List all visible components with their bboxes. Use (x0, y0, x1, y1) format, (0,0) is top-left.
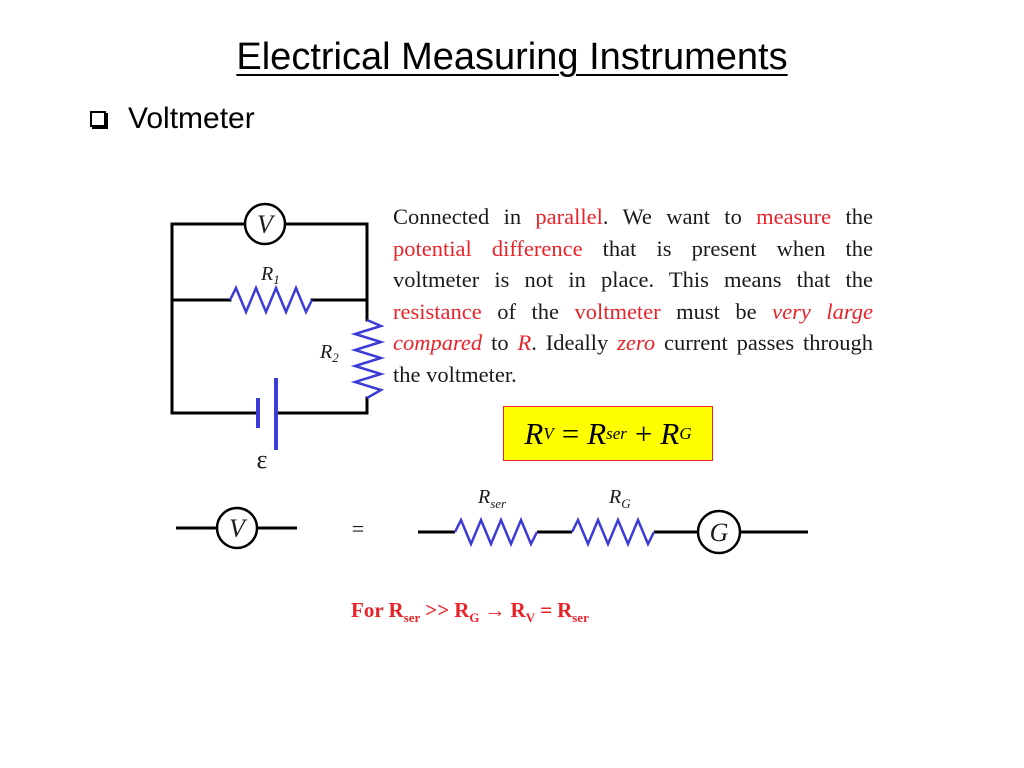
voltmeter-description: Connected in parallel. We want to measur… (393, 201, 873, 390)
equivalent-voltmeter-icon: V (215, 506, 259, 550)
description-segment: voltmeter (574, 298, 661, 324)
r2-resistor-icon (350, 318, 386, 400)
description-segment: zero (617, 330, 656, 355)
r1-label: R1 (260, 263, 280, 287)
bullet-text: Voltmeter (128, 102, 255, 135)
description-segment: . We want to (602, 204, 757, 229)
description-segment: the (831, 204, 873, 229)
emf-label: ε (257, 445, 268, 474)
description-segment: to (482, 330, 518, 355)
circuit-wires (170, 222, 369, 415)
checkbox-bullet-icon (90, 111, 106, 127)
r1-resistor-icon (228, 284, 314, 316)
rser-resistor-icon (453, 516, 539, 548)
equivalence-sign: = (352, 516, 364, 541)
description-segment: Connected in (393, 204, 536, 229)
description-segment: measure (756, 204, 832, 229)
circuit-voltmeter-icon: V (243, 202, 287, 246)
description-segment: of the (481, 298, 575, 324)
description-segment: current passes through the voltmeter. (393, 330, 873, 387)
description-segment: R (517, 330, 532, 355)
rg-resistor-icon (570, 516, 656, 548)
description-segment: resistance (393, 298, 482, 324)
description-segment: . Ideally (531, 330, 618, 355)
description-segment: potential difference (393, 235, 583, 261)
rg-label: RG (608, 486, 631, 511)
equivalent-voltmeter-symbol: V (229, 514, 248, 543)
description-segment: that is present when the voltmeter is no… (393, 235, 873, 293)
page-title: Electrical Measuring Instruments (236, 36, 788, 78)
description-segment: very large compared (393, 298, 874, 356)
galvanometer-symbol: G (710, 518, 729, 547)
rser-label: Rser (477, 486, 507, 511)
circuit-voltmeter-symbol: V (257, 210, 276, 239)
description-segment: parallel (535, 204, 603, 229)
equivalent-wires (176, 526, 808, 534)
battery-icon (256, 378, 278, 450)
arrow-right-icon: → (484, 598, 506, 622)
approximation-condition: For Rser>>RG→RV=Rser (351, 598, 589, 625)
r2-label: R2 (319, 341, 339, 365)
description-segment: must be (660, 298, 773, 324)
bullet-item: Voltmeter (90, 102, 255, 136)
galvanometer-icon: G (696, 509, 742, 555)
